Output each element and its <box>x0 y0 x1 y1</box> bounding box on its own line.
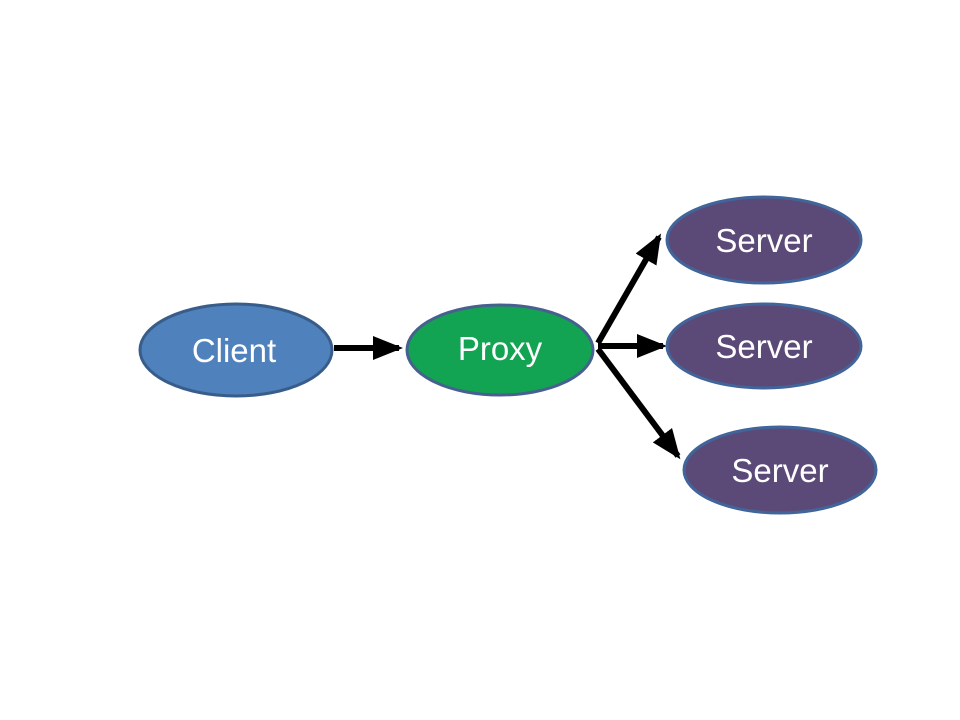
server-top-label: Server <box>715 222 812 259</box>
edge-proxy-server-top <box>595 233 662 345</box>
proxy-label: Proxy <box>458 330 543 367</box>
client-ellipse <box>138 302 334 398</box>
proxy-ellipse <box>405 303 595 397</box>
server-bottom-ellipse <box>682 425 878 515</box>
server-bottom-label: Server <box>731 452 828 489</box>
server-node-middle: Server <box>665 302 863 390</box>
server-top-ellipse <box>665 195 863 285</box>
server-node-top: Server <box>665 195 863 285</box>
client-node: Client <box>138 302 334 398</box>
client-label: Client <box>192 332 276 369</box>
proxy-node: Proxy <box>405 303 595 397</box>
server-middle-ellipse <box>665 302 863 390</box>
server-node-bottom: Server <box>682 425 878 515</box>
server-middle-label: Server <box>715 328 812 365</box>
edge-proxy-server-bottom <box>595 347 681 460</box>
